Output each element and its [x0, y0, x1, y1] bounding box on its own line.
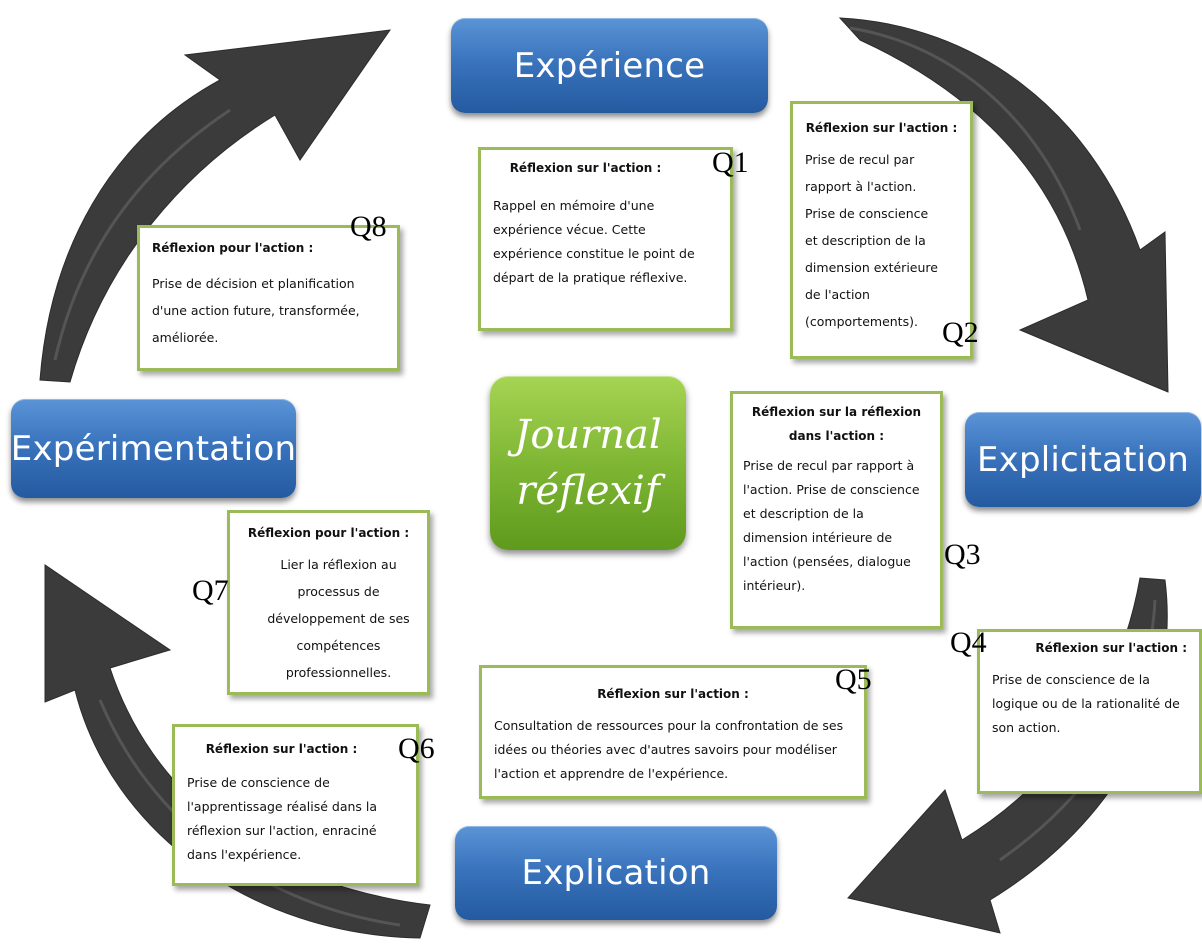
q4-title: Réflexion sur l'action :	[1035, 641, 1187, 655]
stage-experience-label: Expérience	[513, 45, 706, 86]
q4-box: Réflexion sur l'action : Prise de consci…	[977, 629, 1202, 794]
q8-box: Réflexion pour l'action : Prise de décis…	[137, 225, 400, 371]
arrow-top-left	[39, 29, 392, 383]
q8-title: Réflexion pour l'action :	[152, 241, 314, 255]
q6-box: Réflexion sur l'action : Prise de consci…	[172, 724, 419, 886]
q2-body: Prise de recul par rapport à l'action. P…	[805, 152, 938, 329]
q6-label: Q6	[398, 732, 435, 765]
stage-explication-label: Explication	[521, 853, 711, 893]
q3-label: Q3	[944, 538, 981, 571]
q7-label: Q7	[192, 574, 229, 607]
q1-title: Réflexion sur l'action :	[509, 161, 662, 175]
q7-body: Lier la réflexion au processus de dévelo…	[267, 557, 410, 680]
center-journal-box: Journal réflexif	[490, 376, 686, 550]
q3-body: Prise de recul par rapport à l'action. P…	[743, 458, 920, 593]
q5-box: Réflexion sur l'action : Consultation de…	[479, 665, 867, 799]
stage-explicitation: Explicitation	[965, 412, 1201, 507]
q2-box: Réflexion sur l'action : Prise de recul …	[790, 101, 973, 359]
stage-experimentation: Expérimentation	[11, 399, 296, 498]
q6-body: Prise de conscience de l'apprentissage r…	[187, 775, 378, 862]
q3-box: Réflexion sur la réflexion dans l'action…	[730, 391, 943, 629]
center-line-1: Journal	[514, 412, 662, 458]
q4-label: Q4	[950, 626, 987, 659]
q5-body: Consultation de ressources pour la confr…	[494, 718, 844, 781]
q5-label: Q5	[835, 663, 872, 696]
q4-body: Prise de conscience de la logique ou de …	[992, 672, 1180, 735]
q8-body: Prise de décision et planification d'une…	[152, 276, 360, 345]
center-line-2: réflexif	[516, 468, 660, 514]
stage-explicitation-label: Explicitation	[976, 439, 1190, 480]
q3-title: Réflexion sur la réflexion dans l'action…	[751, 405, 922, 443]
stage-explication: Explication	[455, 826, 777, 920]
q7-title: Réflexion pour l'action :	[247, 526, 410, 540]
q1-label: Q1	[712, 146, 749, 179]
q2-label: Q2	[942, 316, 979, 349]
q7-box: Réflexion pour l'action : Lier la réflex…	[227, 510, 430, 695]
q6-title: Réflexion sur l'action :	[205, 742, 358, 756]
stage-experimentation-label: Expérimentation	[10, 428, 297, 469]
q2-title: Réflexion sur l'action :	[805, 121, 958, 135]
q5-title: Réflexion sur l'action :	[597, 687, 749, 701]
q1-body: Rappel en mémoire d'une expérience vécue…	[493, 198, 695, 285]
q8-label: Q8	[350, 210, 387, 243]
stage-experience: Expérience	[451, 18, 768, 113]
q1-box: Réflexion sur l'action : Rappel en mémoi…	[478, 147, 733, 331]
